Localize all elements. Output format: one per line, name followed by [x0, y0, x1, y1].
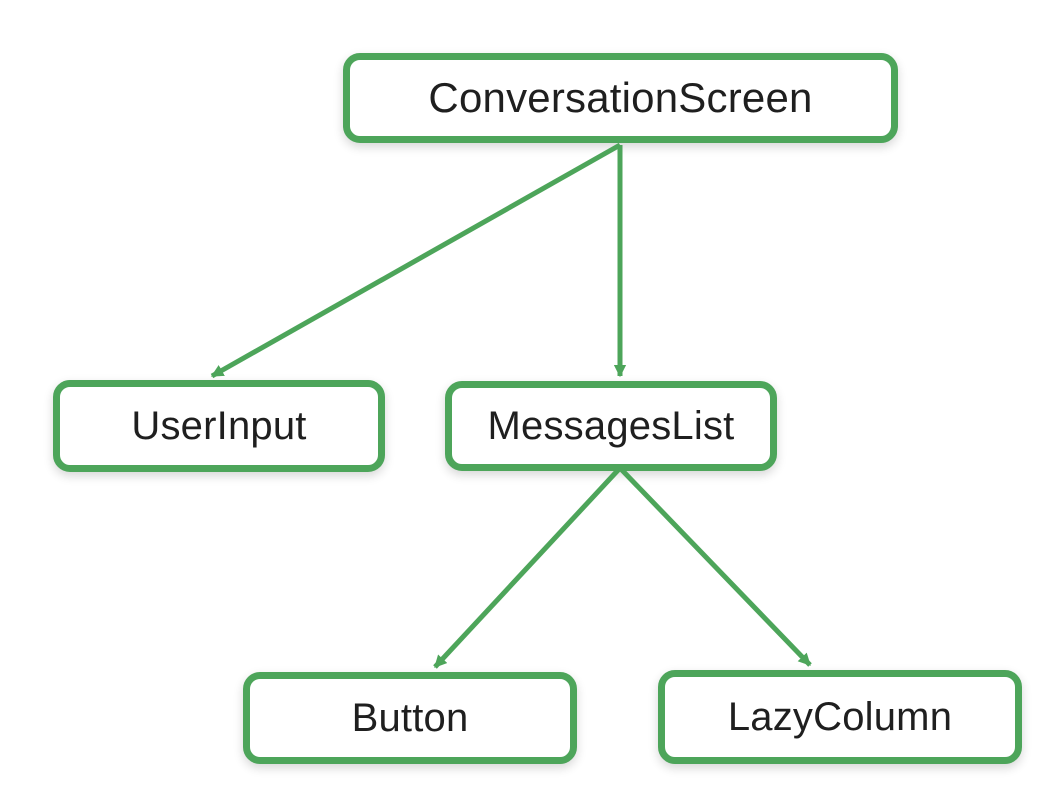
node-messages-list: MessagesList	[445, 381, 777, 471]
edge-messageslist-lazycolumn	[618, 466, 812, 667]
node-label-user-input: UserInput	[131, 404, 307, 448]
node-label-button: Button	[351, 696, 469, 740]
edge-conversationscreen-userinput	[210, 142, 622, 379]
node-conversation-screen: ConversationScreen	[343, 53, 898, 143]
edge-messageslist-button	[433, 466, 622, 669]
node-lazy-column: LazyColumn	[658, 670, 1022, 764]
node-user-input: UserInput	[53, 380, 385, 472]
node-label-lazy-column: LazyColumn	[727, 695, 953, 739]
node-label-conversation-screen: ConversationScreen	[428, 74, 813, 121]
node-label-messages-list: MessagesList	[487, 404, 735, 448]
node-button: Button	[243, 672, 577, 764]
